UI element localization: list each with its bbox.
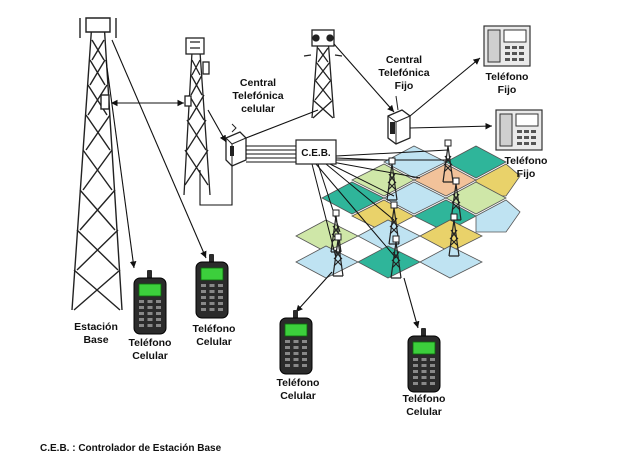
cell-central-switch bbox=[225, 123, 247, 167]
base-station-tower bbox=[71, 17, 123, 311]
label-cell-phone-4: Teléfono Celular bbox=[403, 393, 446, 418]
footnote: C.E.B. : Controlador de Estación Base bbox=[40, 443, 222, 454]
svg-text:Estación: Estación bbox=[74, 321, 118, 333]
svg-text:Teléfono: Teléfono bbox=[505, 155, 548, 167]
cell-phone-2 bbox=[195, 253, 229, 319]
label-cell-phone-2: Teléfono Celular bbox=[193, 323, 236, 348]
cell-phone-3 bbox=[279, 309, 313, 375]
ceb-label: C.E.B. bbox=[301, 148, 331, 159]
svg-text:Fijo: Fijo bbox=[498, 84, 517, 96]
relay-tower bbox=[183, 37, 211, 196]
svg-text:Telefónica: Telefónica bbox=[232, 90, 283, 102]
label-fixed-phone-1: Teléfono Fijo bbox=[486, 71, 529, 96]
label-cell-phone-1: Teléfono Celular bbox=[129, 337, 172, 362]
svg-text:Celular: Celular bbox=[280, 390, 316, 402]
fixed-phone-1 bbox=[483, 25, 531, 67]
svg-text:Teléfono: Teléfono bbox=[277, 377, 320, 389]
svg-text:Fijo: Fijo bbox=[517, 168, 536, 180]
svg-text:Central: Central bbox=[240, 77, 276, 89]
label-base-station: Estación Base bbox=[74, 321, 118, 346]
svg-text:Celular: Celular bbox=[406, 406, 442, 418]
fixed-phone-2 bbox=[495, 109, 543, 151]
cell-to-phone-arrows bbox=[295, 271, 420, 329]
label-cell-central: Central Telefónica celular bbox=[232, 77, 283, 115]
connection-lines bbox=[105, 39, 493, 269]
svg-text:Central: Central bbox=[386, 54, 422, 66]
cell-phone-1 bbox=[133, 269, 167, 335]
fixed-central-switch bbox=[387, 95, 411, 145]
cell-grid bbox=[295, 145, 521, 279]
svg-text:celular: celular bbox=[241, 103, 275, 115]
cell-phone-4 bbox=[407, 327, 441, 393]
svg-text:Teléfono: Teléfono bbox=[403, 393, 446, 405]
svg-text:Telefónica: Telefónica bbox=[378, 67, 429, 79]
label-cell-phone-3: Teléfono Celular bbox=[277, 377, 320, 402]
svg-text:Teléfono: Teléfono bbox=[193, 323, 236, 335]
label-fixed-central: Central Telefónica Fijo bbox=[378, 54, 429, 92]
svg-text:Celular: Celular bbox=[196, 336, 232, 348]
svg-text:Teléfono: Teléfono bbox=[129, 337, 172, 349]
ceb-box: C.E.B. bbox=[295, 139, 337, 165]
label-fixed-phone-2: Teléfono Fijo bbox=[505, 155, 548, 180]
svg-text:Fijo: Fijo bbox=[395, 80, 414, 92]
svg-text:Teléfono: Teléfono bbox=[486, 71, 529, 83]
svg-text:Celular: Celular bbox=[132, 350, 168, 362]
svg-text:Base: Base bbox=[83, 334, 108, 346]
microwave-tower bbox=[303, 29, 343, 119]
